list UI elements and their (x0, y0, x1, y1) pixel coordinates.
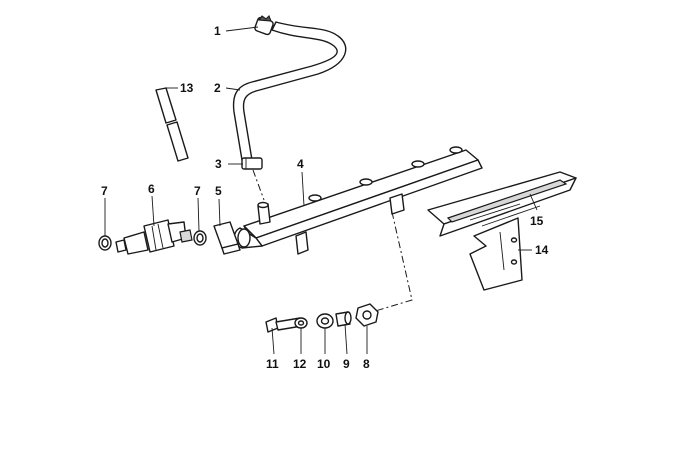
callout-13: 13 (180, 81, 194, 95)
callout-14: 14 (535, 243, 549, 257)
callout-9: 9 (343, 357, 350, 371)
o-ring-right (193, 230, 207, 246)
fuel-injector (115, 219, 193, 255)
callout-6: 6 (148, 182, 155, 196)
hose-clamp (254, 15, 274, 36)
o-ring-left (98, 235, 112, 251)
callout-11: 11 (266, 357, 279, 371)
bushing (335, 311, 352, 327)
washer (316, 313, 334, 329)
callout-8: 8 (363, 357, 370, 371)
callout-4: 4 (297, 157, 304, 171)
nut (355, 303, 379, 327)
callout-7-right: 7 (194, 184, 201, 198)
hose-segment (155, 87, 189, 162)
callout-10: 10 (317, 357, 331, 371)
callout-1: 1 (214, 24, 221, 38)
callout-3: 3 (215, 157, 222, 171)
callout-5: 5 (215, 184, 222, 198)
bracket-plate (469, 217, 523, 291)
fuel-hose (232, 21, 347, 161)
fuel-rail (233, 146, 483, 255)
callout-15: 15 (530, 214, 544, 228)
injector-clip (213, 221, 241, 255)
small-hose-clamp (241, 157, 263, 170)
callout-2: 2 (214, 81, 221, 95)
leader-lines (104, 26, 538, 355)
injector-cover (427, 171, 577, 237)
washer-small (294, 317, 308, 329)
callout-12: 12 (293, 357, 307, 371)
callout-7-left: 7 (101, 184, 108, 198)
